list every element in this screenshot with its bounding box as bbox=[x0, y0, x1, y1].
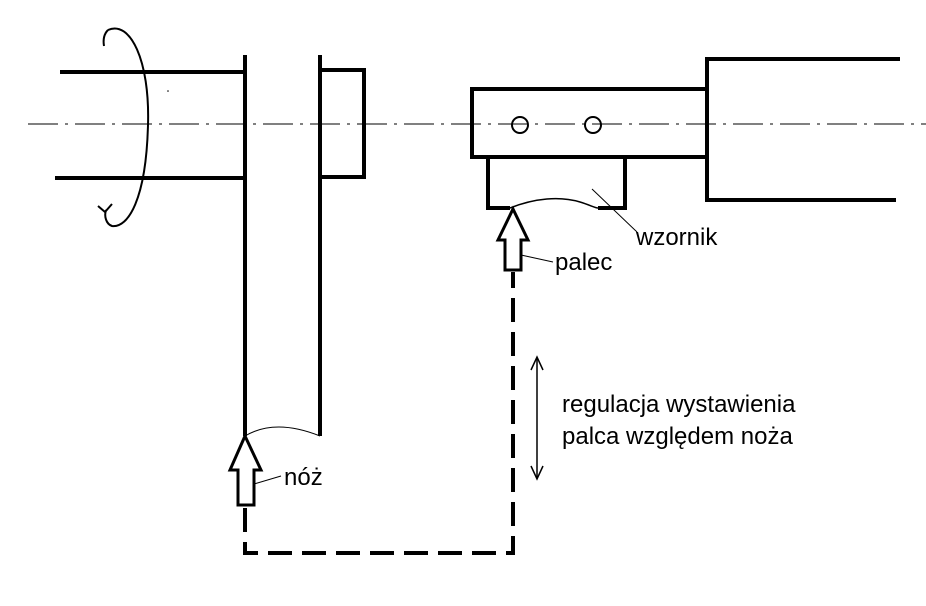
adjustment-double-arrow-icon bbox=[530, 355, 544, 481]
rotation-arrow-icon bbox=[97, 27, 150, 228]
finger-arrow-icon bbox=[495, 205, 531, 272]
template-profile-curve bbox=[509, 197, 599, 209]
tool-holder-block bbox=[320, 68, 366, 179]
tool-body bbox=[243, 55, 322, 436]
label-regulacja-line1: regulacja wystawienia bbox=[562, 391, 796, 418]
label-wzornik: wzornik bbox=[635, 224, 718, 251]
workpiece-shaft bbox=[55, 70, 245, 180]
knife-arrow-icon bbox=[227, 432, 264, 507]
template-block bbox=[486, 157, 510, 210]
linkage-dashed-line bbox=[243, 272, 515, 555]
wzornik-leader bbox=[591, 188, 638, 233]
label-regulacja-line2: palca względem noża bbox=[562, 423, 793, 450]
noz-leader bbox=[253, 475, 282, 485]
hole-1 bbox=[511, 116, 529, 134]
label-noz: nóż bbox=[284, 464, 323, 491]
tool-edge-curve bbox=[244, 426, 321, 437]
tailstock-block bbox=[705, 57, 900, 202]
template-holder bbox=[470, 87, 709, 159]
speck bbox=[167, 90, 169, 92]
label-palec: palec bbox=[555, 249, 612, 276]
palec-leader bbox=[520, 254, 554, 263]
template-block-right bbox=[598, 157, 627, 210]
hole-2 bbox=[584, 116, 602, 134]
